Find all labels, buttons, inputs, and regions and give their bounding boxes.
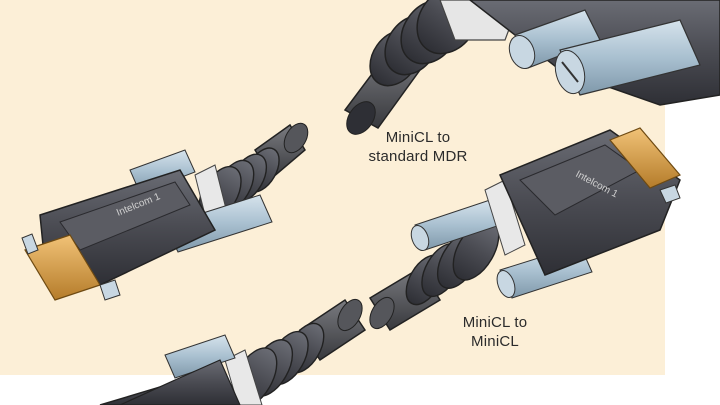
caption-minicl-to-mdr: MiniCL to standard MDR [348,128,488,166]
caption-line: standard MDR [368,148,468,165]
minicl-connector-icon: Intelcom 1 [368,127,681,332]
minicl-connector-icon: Intelcom 1 [21,122,309,301]
caption-line: MiniCL [471,333,519,350]
caption-line: MiniCL to [385,129,451,146]
caption-line: MiniCL to [462,314,528,331]
minicl-connector-icon [99,298,367,405]
mdr-connector-icon [343,0,720,135]
caption-minicl-to-minicl: MiniCL to MiniCL [430,313,560,351]
